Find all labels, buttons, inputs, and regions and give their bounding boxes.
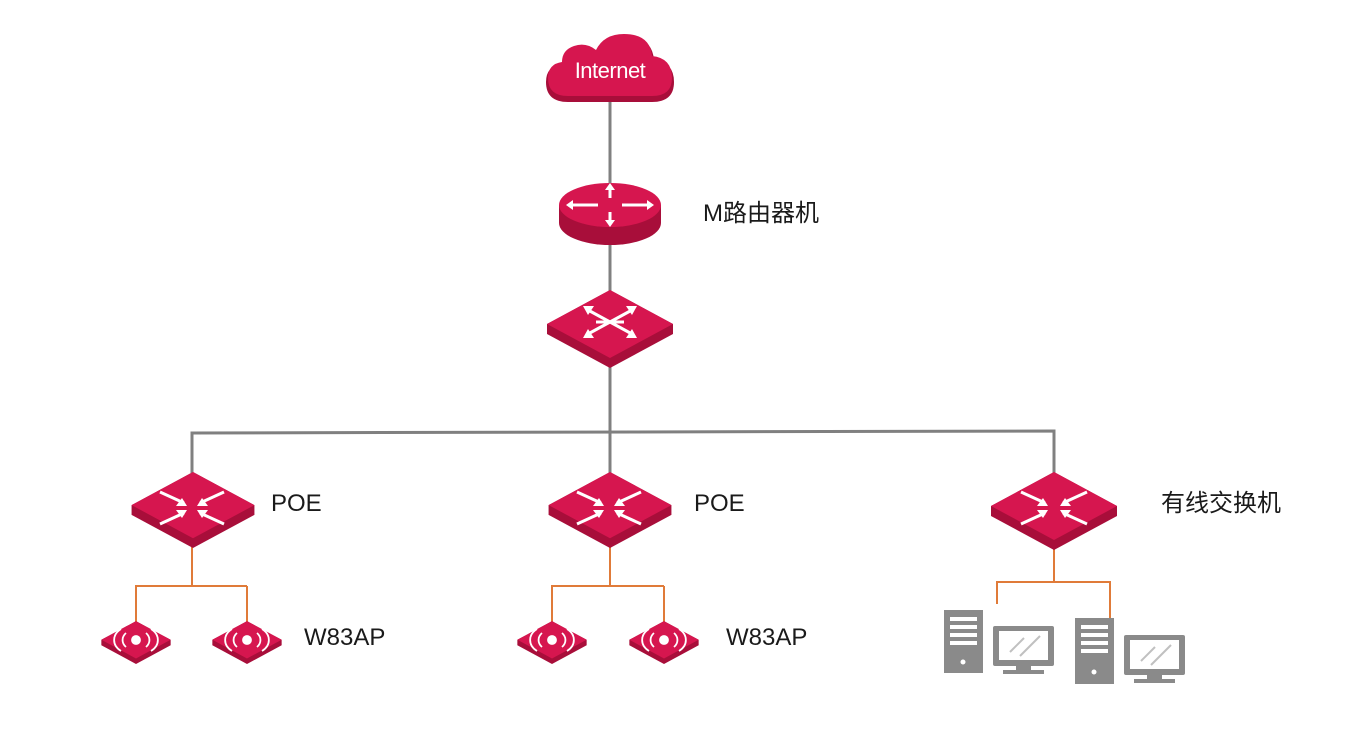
trunk-lines — [190, 100, 1056, 478]
poe-left-arrows-icon — [159, 490, 225, 526]
router-icon — [559, 183, 661, 245]
computer-1-icon — [944, 610, 1054, 674]
access-point-center-2-icon — [629, 621, 699, 664]
poe-left-label: POE — [271, 490, 322, 517]
monitor-icon — [1124, 635, 1185, 683]
internet-cloud-icon: Internet — [546, 34, 674, 102]
poe-center-label: POE — [694, 490, 745, 517]
access-point-left-2-icon — [212, 621, 282, 664]
wired-switch-label: 有线交换机 — [1161, 490, 1281, 517]
ap-left-label: W83AP — [304, 624, 386, 651]
link-poe-center-aps — [551, 545, 611, 625]
pc-tower-icon — [944, 610, 983, 673]
router-arrows-icon — [566, 183, 654, 227]
access-lines — [135, 545, 1111, 625]
poe-center-arrows-icon — [576, 490, 642, 526]
monitor-icon — [993, 626, 1054, 674]
core-switch-arrows-icon — [583, 306, 637, 338]
internet-label: Internet — [575, 58, 646, 83]
wired-switch-icon — [991, 472, 1117, 550]
link-wired-switch-pcs — [996, 581, 1111, 618]
wired-switch-arrows-icon — [1020, 490, 1088, 526]
poe-switch-left-icon — [131, 471, 255, 548]
poe-switch-center-icon — [548, 471, 672, 548]
computer-2-icon — [1075, 618, 1185, 684]
ap-center-label: W83AP — [726, 624, 808, 651]
link-bus-horizontal — [190, 429, 1056, 478]
access-point-left-1-icon — [101, 621, 171, 664]
core-switch-icon — [547, 290, 673, 368]
pc-tower-icon — [1075, 618, 1114, 684]
access-point-center-1-icon — [517, 621, 587, 664]
link-poe-left-aps — [135, 545, 193, 625]
router-label: M路由器机 — [703, 200, 819, 227]
